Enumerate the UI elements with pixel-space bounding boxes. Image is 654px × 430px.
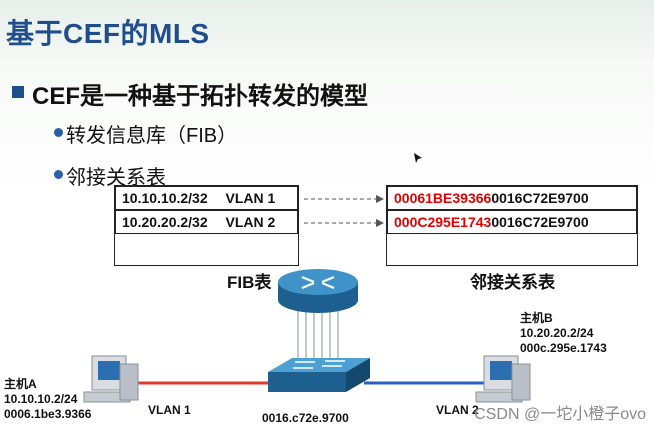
adjacency-row: 00061BE393660016C72E9700 xyxy=(387,186,637,210)
fib-ip: 10.20.20.2/32 xyxy=(122,214,208,230)
host-a-ip: 10.10.10.2/24 xyxy=(4,392,78,406)
router-icon xyxy=(278,269,358,313)
host-b-mac: 000c.295e.1743 xyxy=(520,341,607,355)
watermark: CSDN @一坨小橙子ovo xyxy=(474,406,646,423)
bullet-dot-icon xyxy=(54,170,63,179)
host-b-ip: 10.20.20.2/24 xyxy=(520,326,594,340)
host-b-name: 主机B xyxy=(520,311,553,325)
src-mac: 0016C72E9700 xyxy=(491,214,589,230)
adjacency-table: 00061BE393660016C72E9700 000C295E1743001… xyxy=(386,185,638,266)
host-b-computer-icon xyxy=(475,355,531,403)
fib-table-label: FIB表 xyxy=(227,273,272,292)
fib-ip: 10.10.10.2/32 xyxy=(122,190,208,206)
fib-table: 10.10.10.2/32 VLAN 1 10.20.20.2/32 VLAN … xyxy=(114,185,299,266)
adjacency-table-label: 邻接关系表 xyxy=(470,273,555,292)
bullet-dot-icon xyxy=(54,128,63,137)
switch-mac-label: 0016.c72e.9700 xyxy=(262,411,349,425)
main-bullet-text: CEF是一种基于拓扑转发的模型 xyxy=(32,83,368,110)
host-a-computer-icon xyxy=(83,355,139,403)
dst-mac: 000C295E1743 xyxy=(394,214,492,230)
sub-bullet-fib: 转发信息库（FIB） xyxy=(66,125,238,147)
adjacency-row: 000C295E17430016C72E9700 xyxy=(387,210,637,234)
bullet-square-icon xyxy=(12,86,24,98)
sub-bullet-adjacency: 邻接关系表 xyxy=(66,167,166,189)
vlan2-link-label: VLAN 2 xyxy=(436,403,479,417)
fib-vlan: VLAN 2 xyxy=(225,214,276,230)
host-a-label: 主机A 10.10.10.2/24 0006.1be3.9366 xyxy=(4,377,91,422)
fib-vlan: VLAN 1 xyxy=(225,190,276,206)
router-switch-links xyxy=(297,305,339,362)
fib-to-adjacency-arrow xyxy=(304,219,384,227)
mouse-cursor-icon xyxy=(414,153,422,163)
fib-to-adjacency-arrow xyxy=(304,195,384,203)
host-a-mac: 0006.1be3.9366 xyxy=(4,407,92,421)
fib-row: 10.10.10.2/32 VLAN 1 xyxy=(115,186,298,210)
switch-icon xyxy=(268,358,370,392)
host-b-label: 主机B 10.20.20.2/24 000c.295e.1743 xyxy=(520,311,607,356)
host-a-name: 主机A xyxy=(4,377,37,391)
dst-mac: 00061BE39366 xyxy=(394,190,492,206)
vlan1-link-label: VLAN 1 xyxy=(148,403,191,417)
title-band xyxy=(0,0,654,60)
src-mac: 0016C72E9700 xyxy=(491,190,589,206)
fib-row: 10.20.20.2/32 VLAN 2 xyxy=(115,210,298,234)
slide-title: 基于CEF的MLS xyxy=(6,18,210,49)
